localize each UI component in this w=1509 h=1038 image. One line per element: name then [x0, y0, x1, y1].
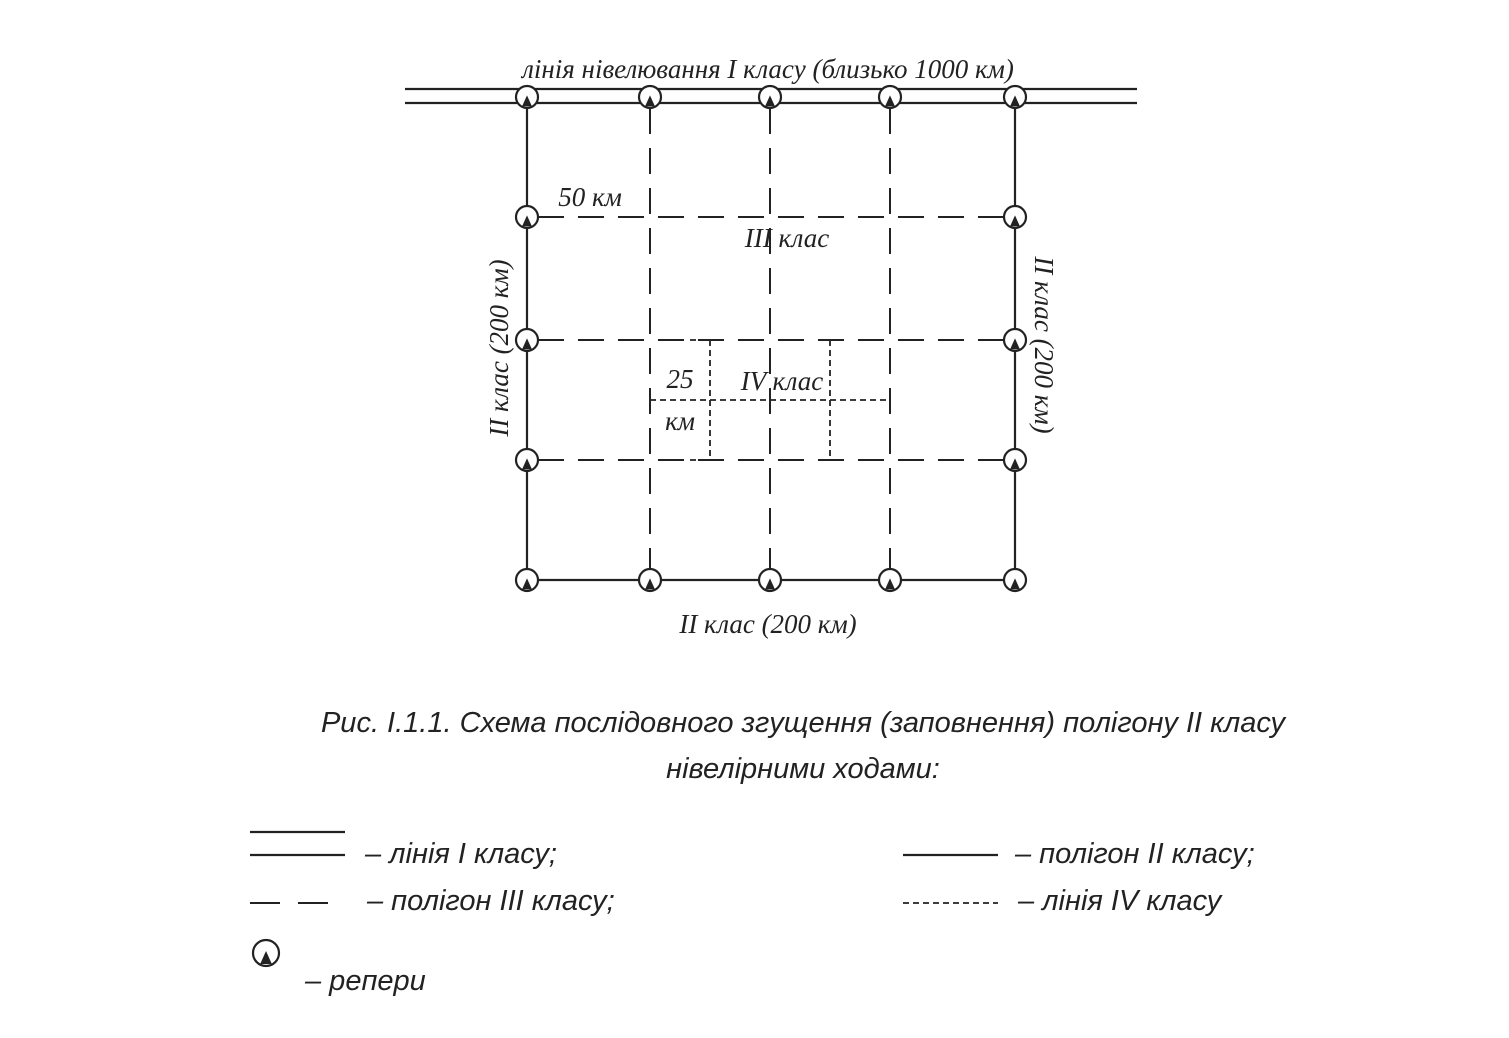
benchmark-icon: [757, 84, 783, 110]
benchmark-icon: [877, 84, 903, 110]
benchmark-icon: [514, 327, 540, 353]
right-class2-label: ІІ клас (200 км): [1029, 255, 1059, 433]
class3-label: ІІІ клас: [744, 223, 829, 253]
benchmark-icon: [1002, 204, 1028, 230]
distance-25-label: 25: [667, 364, 694, 394]
legend-class4: – лінія IV класу: [1017, 885, 1223, 917]
top-line-label: лінія нівелювання І класу (близько 1000 …: [520, 54, 1014, 84]
benchmark-icon: [514, 204, 540, 230]
distance-km-label: км: [665, 406, 695, 436]
legend-class2: – полігон ІІ класу;: [1014, 838, 1255, 870]
left-class2-label: ІІ клас (200 км): [484, 259, 514, 437]
legend-class3: – полігон ІІІ класу;: [366, 885, 615, 917]
benchmark-icon: [251, 938, 281, 968]
benchmark-icon: [637, 567, 663, 593]
benchmark-icon: [877, 567, 903, 593]
benchmark-icon: [514, 447, 540, 473]
benchmark-icon: [1002, 567, 1028, 593]
class3-polygon: [538, 108, 1004, 570]
legend-class1: – лінія І класу;: [364, 838, 557, 870]
class4-label: IV клас: [740, 366, 824, 396]
figure-caption-line1: Рис. І.1.1. Схема послідовного згущення …: [321, 707, 1287, 739]
class4-lines: [650, 339, 890, 461]
benchmark-icon: [637, 84, 663, 110]
benchmarks: [514, 84, 1028, 593]
legend-benchmarks: – репери: [304, 965, 426, 997]
legend: – лінія І класу; – полігон ІІ класу; – п…: [250, 830, 1255, 997]
benchmark-icon: [1002, 84, 1028, 110]
benchmark-icon: [757, 567, 783, 593]
benchmark-icon: [514, 567, 540, 593]
benchmark-icon: [1002, 447, 1028, 473]
benchmark-icon: [251, 938, 281, 968]
benchmark-icon: [514, 84, 540, 110]
benchmark-icon: [1002, 327, 1028, 353]
figure-caption-line2: нівелірними ходами:: [666, 753, 940, 785]
bottom-class2-label: ІІ клас (200 км): [678, 609, 856, 639]
distance-50km-label: 50 км: [558, 182, 622, 212]
